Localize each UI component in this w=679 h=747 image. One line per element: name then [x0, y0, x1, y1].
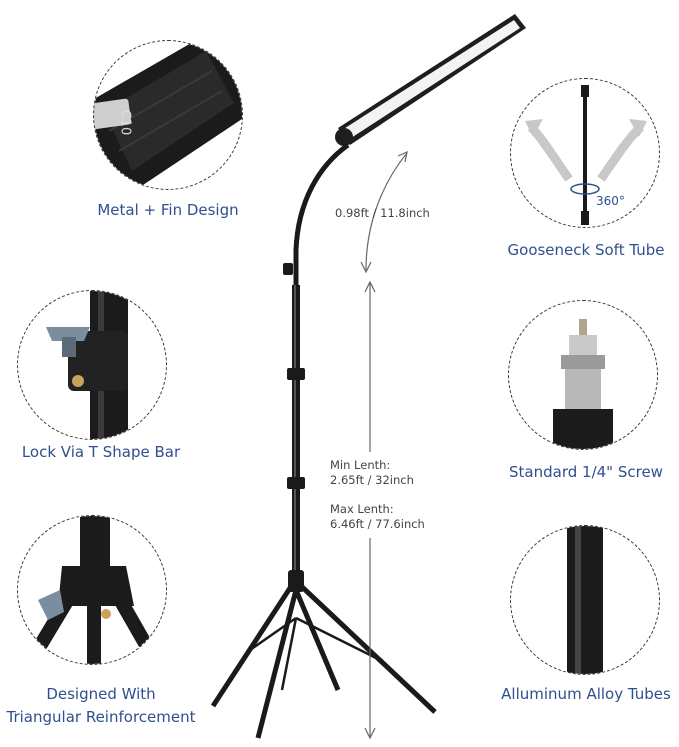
screw-caption: Standard 1/4" Screw — [509, 463, 663, 481]
rotation-label: 360° — [596, 194, 625, 208]
gooseneck-detail — [510, 78, 660, 228]
max-length-value: 6.46ft / 77.6inch — [330, 517, 425, 531]
screw-detail — [508, 300, 658, 450]
metal-fin-logo-text: C10 — [117, 109, 133, 136]
min-length-label: Min Lenth: — [330, 458, 391, 472]
lock-caption: Lock Via T Shape Bar — [21, 443, 181, 461]
triangular-caption-line2: Triangular Reinforcement — [6, 708, 196, 726]
gooseneck-length-label: 0.98ft / 11.8inch — [335, 206, 430, 220]
lock-detail — [17, 290, 167, 440]
triangular-caption-line1: Designed With — [46, 685, 156, 703]
max-length-label: Max Lenth: — [330, 502, 394, 516]
tripod-legs — [210, 583, 437, 739]
led-light-bar — [335, 14, 526, 146]
triangular-detail — [17, 515, 167, 665]
dimension-arrows — [360, 150, 408, 740]
gooseneck-caption: Gooseneck Soft Tube — [507, 241, 665, 259]
metal-fin-detail — [93, 40, 243, 190]
gooseneck-tube — [293, 142, 350, 290]
min-length-value: 2.65ft / 32inch — [330, 473, 414, 487]
tubes-caption: Alluminum Alloy Tubes — [501, 685, 671, 703]
metal-fin-caption: Metal + Fin Design — [97, 201, 239, 219]
tubes-detail — [510, 525, 660, 675]
